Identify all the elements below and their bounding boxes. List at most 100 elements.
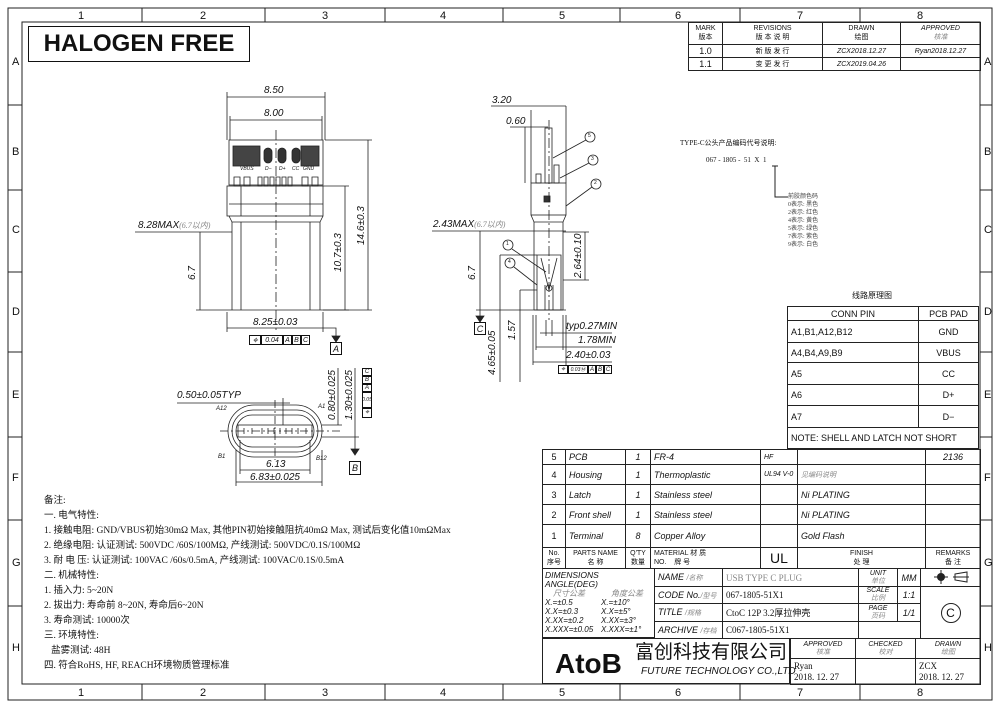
part-archive: C067-1805-51X1 xyxy=(722,621,859,639)
scale-value: 1:1 xyxy=(897,586,921,604)
bom-name: Latch xyxy=(565,484,626,505)
side-tolerance-frame: ⌖ 0.03Ⓜ A B C xyxy=(558,365,612,374)
note-line: 四. 符合RoHS, HF, REACH环境物质管理标准 xyxy=(44,661,230,671)
bom-qty: 1 xyxy=(625,449,651,465)
grid-row-c: C xyxy=(12,224,20,236)
pcb-pad: VBUS xyxy=(918,342,979,363)
grid-row-h: H xyxy=(12,642,20,654)
bom-material: Copper Alloy xyxy=(650,524,761,548)
pin-b12: B12 xyxy=(316,456,327,462)
grid-col-7: 7 xyxy=(797,10,804,22)
page-value: 1/1 xyxy=(897,603,921,622)
dim-6-83: 6.83±0.025 xyxy=(250,472,300,483)
bom-finish xyxy=(797,449,926,465)
grid-col-1-bottom: 1 xyxy=(78,687,85,699)
bom-remarks xyxy=(925,484,981,505)
inner-frame xyxy=(21,21,981,685)
company-logo: AtoB xyxy=(555,648,622,679)
rev-approved xyxy=(900,57,981,71)
dim-2-40: 2.40±0.03 xyxy=(566,350,611,361)
dim-1-30: 1.30±0.025 xyxy=(344,370,355,420)
rev-mark: 1.0 xyxy=(688,44,723,58)
balloon-1: 1 xyxy=(506,241,509,247)
code-note-leader xyxy=(772,165,788,198)
bom-name: Front shell xyxy=(565,504,626,525)
part-name: USB TYPE C PLUG xyxy=(722,568,859,587)
grid-row-e: E xyxy=(12,389,20,401)
grid-col-4-bottom: 4 xyxy=(440,687,447,699)
conn-pin: A5 xyxy=(787,362,919,385)
pcb-pad: D− xyxy=(918,405,979,428)
note-line: 三. 环境特性: xyxy=(44,631,99,641)
company-name-en: FUTURE TECHNOLOGY CO.,LTD xyxy=(641,666,796,677)
note-line: 盐雾测试: 48H xyxy=(44,646,111,656)
copyright-symbol: C xyxy=(920,586,981,639)
end-view xyxy=(177,368,360,486)
bom-remarks xyxy=(925,524,981,548)
pad-vbus: VBUS xyxy=(240,166,254,172)
dim-8-00: 8.00 xyxy=(264,108,284,119)
bom-no: 3 xyxy=(542,484,566,505)
note-line: 3. 寿命测试: 10000次 xyxy=(44,616,130,626)
company-name-cn: 富创科技有限公司 xyxy=(635,641,788,663)
bom-grade: UL94 V-0 xyxy=(760,464,798,485)
note-line: 3. 耐 电 压: 认证测试: 100VAC /60s/0.5mA, 产线测试:… xyxy=(44,556,345,566)
rev-desc: 新 版 发 行 xyxy=(722,44,823,58)
bom-finish: Ni PLATING xyxy=(797,484,926,505)
note-line: 2. 拔出力: 寿命前 8~20N, 寿命后6~20N xyxy=(44,601,204,611)
grid-col-6: 6 xyxy=(675,10,682,22)
connection-note: NOTE: SHELL AND LATCH NOT SHORT xyxy=(787,427,979,449)
dim-4-65: 4.65±0.05 xyxy=(487,330,498,375)
grid-row-a: A xyxy=(12,56,20,68)
note-line: 一. 电气特性: xyxy=(44,511,99,521)
bom-name: Terminal xyxy=(565,524,626,548)
bom-material: Thermoplastic xyxy=(650,464,761,485)
dim-3-20: 3.20 xyxy=(492,95,512,106)
datum-c: C xyxy=(474,322,486,335)
datum-a: A xyxy=(330,342,342,355)
note-line: 备注: xyxy=(44,496,66,506)
datum-b: B xyxy=(349,461,361,475)
bom-remarks xyxy=(925,504,981,525)
grid-row-h-right: H xyxy=(984,642,992,654)
bom-remarks xyxy=(925,464,981,485)
grid-col-5: 5 xyxy=(559,10,566,22)
bom-qty: 1 xyxy=(625,484,651,505)
dim-0-80: 0.80±0.025 xyxy=(327,370,338,420)
pad-d-minus: D− xyxy=(265,166,272,172)
side-view xyxy=(432,105,612,382)
code-label: CODE No./型号 xyxy=(654,586,723,604)
pcb-pad: GND xyxy=(918,320,979,343)
conn-pin-header: CONN PIN xyxy=(787,306,919,321)
outer-frame xyxy=(7,7,993,701)
dim-6-7-side: 6.7 xyxy=(467,266,478,280)
ul-header: UL xyxy=(760,547,798,569)
bom-material: Stainless steel xyxy=(650,504,761,525)
grid-row-g: G xyxy=(12,557,21,569)
code-note-code: 067 - 1805 - 51 X 1 xyxy=(706,156,767,164)
grid-row-f: F xyxy=(12,472,19,484)
bom-name: PCB xyxy=(565,449,626,465)
grid-col-7-bottom: 7 xyxy=(797,687,804,699)
grid-col-3: 3 xyxy=(322,10,329,22)
revision-row: 1.1 变 更 发 行 ZCX2019.04.26 xyxy=(688,57,981,71)
grid-col-5-bottom: 5 xyxy=(559,687,566,699)
bom-no: 1 xyxy=(542,524,566,548)
archive-label: ARCHIVE /存档 xyxy=(654,621,723,639)
